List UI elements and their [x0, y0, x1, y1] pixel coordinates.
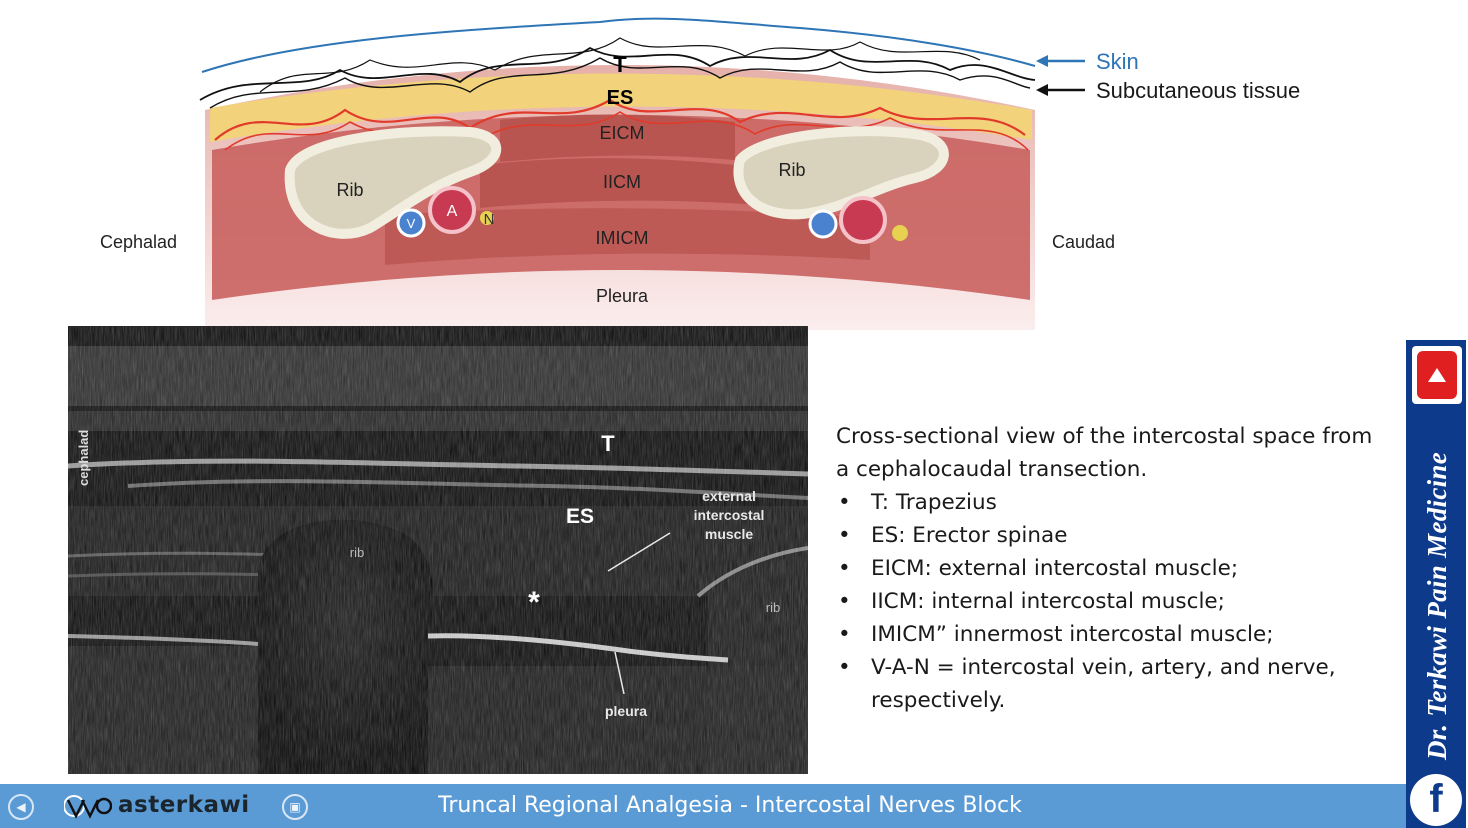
description-intro: Cross-sectional view of the intercostal …: [836, 424, 1373, 482]
facebook-glyph: f: [1429, 777, 1443, 821]
label-eicm: EICM: [600, 123, 645, 143]
watermark-text: asterkawi: [118, 792, 250, 818]
rib-right-shape: [733, 126, 949, 220]
footer-bar: ◀ asterkawi ▣ Truncal Regional Analgesia…: [0, 784, 1406, 828]
rib-left-shape: [284, 126, 502, 239]
label-v: V: [407, 216, 416, 231]
label-iicm: IICM: [603, 172, 641, 192]
us-label-eicm-2: intercostal: [694, 507, 765, 523]
label-a: A: [447, 203, 458, 220]
label-pleura: Pleura: [596, 286, 649, 306]
artery-right-icon: [839, 196, 887, 244]
previous-slide-icon[interactable]: ◀: [8, 794, 34, 820]
vein-left-icon: [396, 208, 426, 238]
us-label-eicm-1: external: [702, 488, 756, 504]
subcutaneous-arrowhead-icon: [1036, 84, 1048, 96]
slide-view-icon[interactable]: ▣: [282, 794, 308, 820]
us-label-asterisk: *: [528, 586, 540, 619]
watermark-logo-icon: [64, 795, 112, 819]
subcutaneous-lines-2: [209, 57, 1031, 109]
label-t: T: [613, 52, 627, 77]
us-label-cephalad: cephalad: [76, 430, 91, 486]
label-es: ES: [607, 87, 634, 109]
skin-arrowhead-icon: [1036, 55, 1048, 67]
fat-fascia-lines-2: [224, 111, 1029, 151]
us-label-eicm-3: muscle: [705, 526, 753, 542]
label-cephalad: Cephalad: [100, 232, 177, 252]
imicm-band: [385, 208, 870, 265]
vein-right-icon: [808, 209, 838, 239]
youtube-play-icon: [1417, 351, 1457, 399]
facebook-icon[interactable]: f: [1410, 774, 1462, 826]
iicm-band: [480, 158, 760, 208]
ultrasound-image: T ES external intercostal muscle rib rib…: [68, 326, 808, 774]
youtube-icon[interactable]: [1412, 346, 1462, 404]
label-imicm: IMICM: [596, 228, 649, 248]
list-item: IICM: internal intercostal muscle;: [836, 585, 1376, 618]
list-item: T: Trapezius: [836, 486, 1376, 519]
footer-title: Truncal Regional Analgesia - Intercostal…: [438, 793, 1022, 818]
anatomy-diagram: T ES EICM IICM IMICM Pleura Rib Rib V A …: [100, 17, 1300, 330]
us-label-es: ES: [566, 505, 594, 528]
label-caudad: Caudad: [1052, 232, 1115, 252]
label-n: N: [484, 211, 495, 228]
list-item: ES: Erector spinae: [836, 519, 1376, 552]
list-item: V-A-N = intercostal vein, artery, and ne…: [836, 651, 1376, 717]
list-item: IMICM” innermost intercostal muscle;: [836, 618, 1376, 651]
list-item: EICM: external intercostal muscle;: [836, 552, 1376, 585]
subcutaneous-lines-3: [259, 37, 981, 93]
nerve-left-icon: [480, 211, 494, 225]
description-list: T: Trapezius ES: Erector spinae EICM: ex…: [836, 486, 1376, 717]
us-label-rib-right: rib: [766, 600, 780, 615]
nerve-right-icon: [892, 225, 908, 241]
us-label-pleura: pleura: [605, 703, 647, 719]
fat-layer: [210, 73, 1032, 142]
label-skin: Skin: [1096, 49, 1139, 74]
skin-line: [201, 17, 1036, 73]
label-rib-left: Rib: [336, 180, 363, 200]
label-subcutaneous: Subcutaneous tissue: [1096, 78, 1300, 103]
sidebar-branding: [1406, 340, 1466, 828]
fat-fascia-lines: [214, 98, 1026, 141]
artery-left-icon: [428, 186, 476, 234]
label-rib-right: Rib: [778, 160, 805, 180]
eicm-band: [500, 114, 735, 162]
ultrasound-svg: T ES external intercostal muscle rib rib…: [68, 326, 808, 774]
us-label-t: T: [601, 431, 615, 456]
us-label-rib-left: rib: [350, 545, 364, 560]
sidebar-title: Dr. Terkawi Pain Medicine: [1422, 451, 1452, 760]
description: Cross-sectional view of the intercostal …: [836, 420, 1376, 717]
